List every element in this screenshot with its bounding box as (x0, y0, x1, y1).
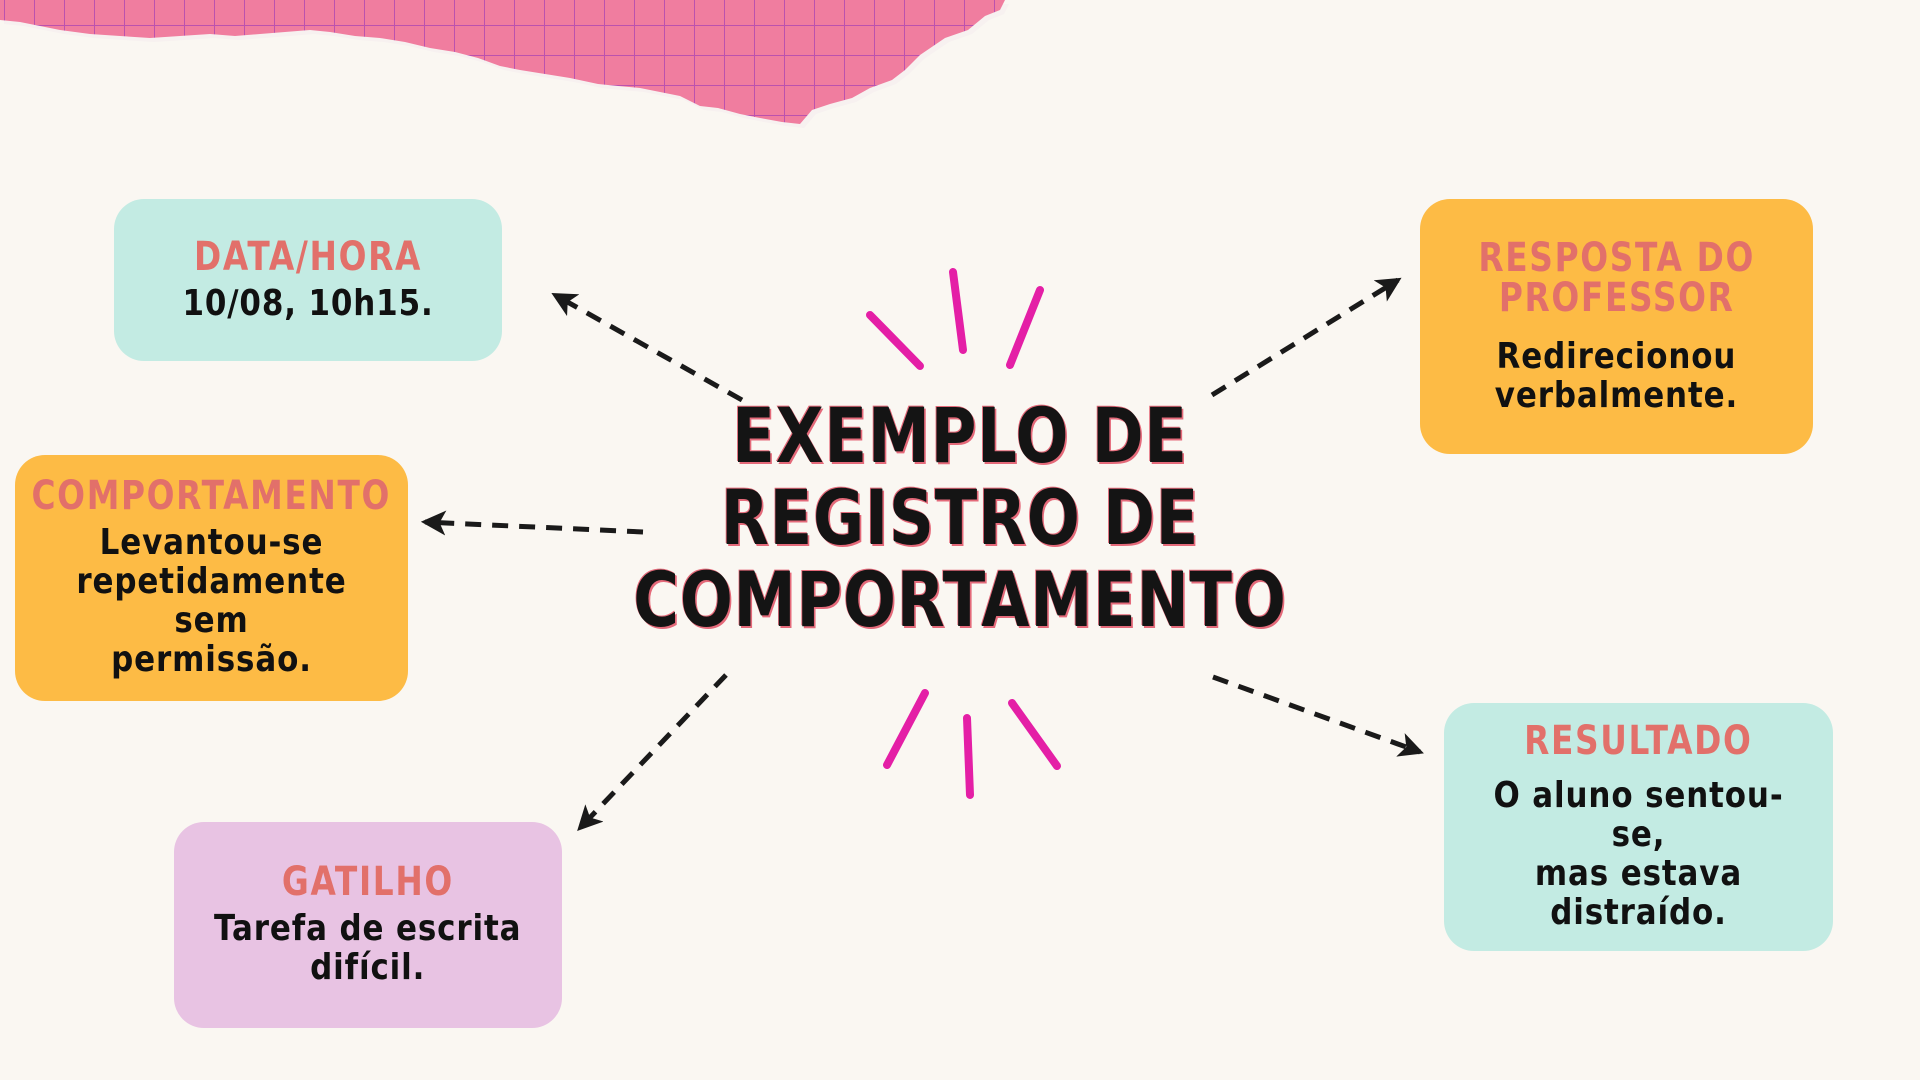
arrow-to-gatilho (577, 673, 728, 832)
arrow-to-data-hora (551, 292, 744, 403)
arrow-to-resposta (1210, 277, 1402, 398)
center-title: EXEMPLO DE REGISTRO DE COMPORTAMENTO (633, 391, 1287, 645)
card-resultado-title: RESULTADO (1524, 718, 1753, 765)
arrow-to-resultado (1212, 674, 1424, 757)
card-comportamento-text: Levantou-se repetidamente sem permissão. (76, 522, 347, 680)
card-resultado-text: O aluno sentou-se, mas estava distraído. (1493, 775, 1784, 933)
card-gatilho: GATILHO Tarefa de escrita difícil. (174, 822, 562, 1028)
card-data-hora: DATA/HORA 10/08, 10h15. (114, 199, 502, 361)
card-resposta-text: Redirecionou verbalmente. (1494, 335, 1739, 416)
card-data-hora-title: DATA/HORA (193, 233, 422, 280)
card-gatilho-text: Tarefa de escrita difícil. (214, 908, 522, 988)
card-data-hora-text: 10/08, 10h15. (182, 282, 434, 324)
arrow-to-comportamento (420, 510, 644, 536)
card-comportamento: COMPORTAMENTO Levantou-se repetidamente … (15, 455, 408, 701)
spark-bottom-icon (883, 689, 1061, 799)
card-resultado: RESULTADO O aluno sentou-se, mas estava … (1444, 703, 1833, 951)
card-gatilho-title: GATILHO (281, 859, 455, 906)
card-resposta-title: RESPOSTA DO PROFESSOR (1478, 234, 1755, 321)
spark-top-icon (866, 268, 1044, 370)
card-comportamento-title: COMPORTAMENTO (31, 473, 392, 520)
card-resposta: RESPOSTA DO PROFESSOR Redirecionou verba… (1420, 199, 1813, 454)
